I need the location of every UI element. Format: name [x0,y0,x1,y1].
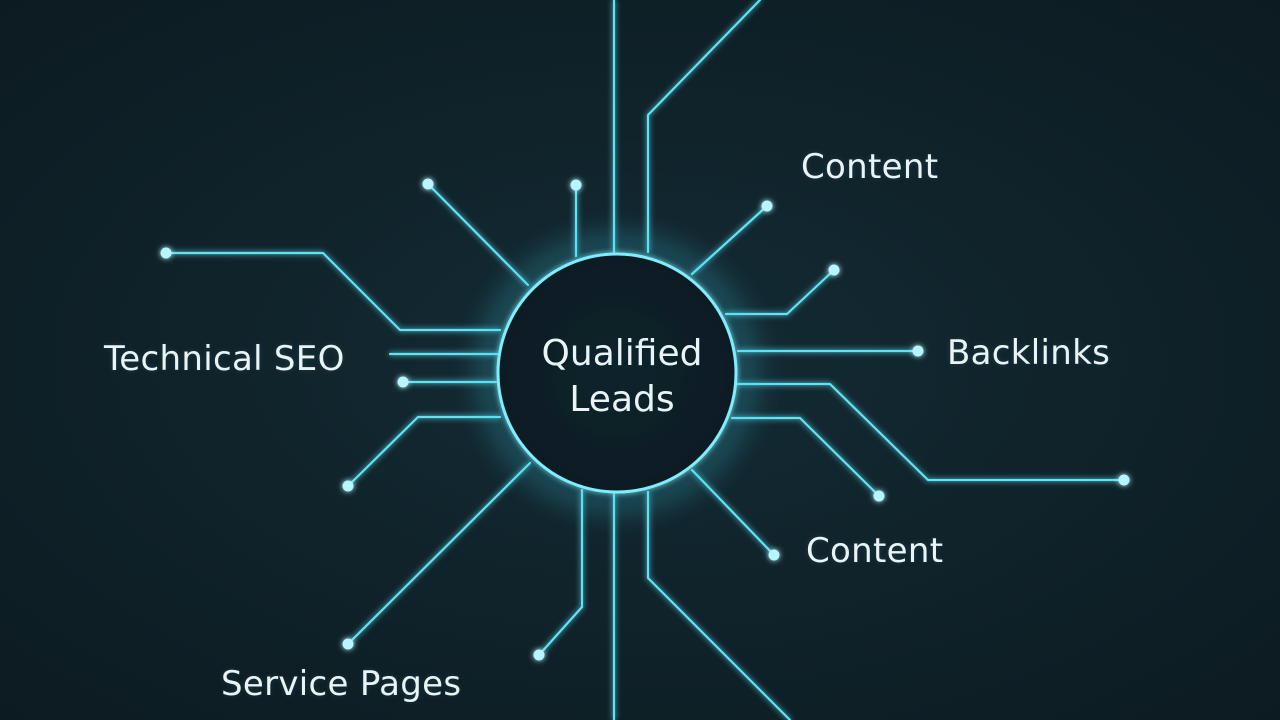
label-backlinks: Backlinks [947,333,1111,373]
label-technical-seo: Technical SEO [104,339,345,379]
label-content-bottom: Content [806,531,944,571]
wire-right-long [735,382,1126,482]
hub-label-line1: Qualified [541,333,703,374]
node-lower-right [768,549,780,561]
hub-circle [496,252,738,494]
node-top-short [570,179,582,191]
wire-left-long [164,251,502,332]
label-content-top: Content [801,147,939,187]
node-right-lower [873,490,885,502]
wire-bottom-short [537,488,584,657]
node-left-long [160,247,172,259]
wire-lower-left-diagonal [346,461,532,646]
hub-label-line2: Leads [569,379,675,420]
node-upper-right [761,200,773,212]
wire-left-lower [346,415,502,488]
hub-label: Qualified Leads [497,331,747,423]
label-service-pages: Service Pages [221,664,462,704]
hub-glow [480,236,754,510]
wire-right-upper [724,268,836,316]
node-left-dot [397,376,409,388]
node-lower-left [342,638,354,650]
wire-bottom-right-trunk [646,490,792,720]
node-bottom-short [533,649,545,661]
wire-upper-right-diagonal [690,204,769,276]
wire-top-right-trunk [646,0,762,254]
wire-upper-left-diagonal [426,182,530,287]
node-upper-left [422,178,434,190]
wire-lower-right-diagonal [690,468,776,557]
node-right-long [1118,474,1130,486]
node-right-upper [828,264,840,276]
node-left-lower [342,480,354,492]
node-right-backlinks [912,345,924,357]
wire-right-lower [730,416,881,498]
